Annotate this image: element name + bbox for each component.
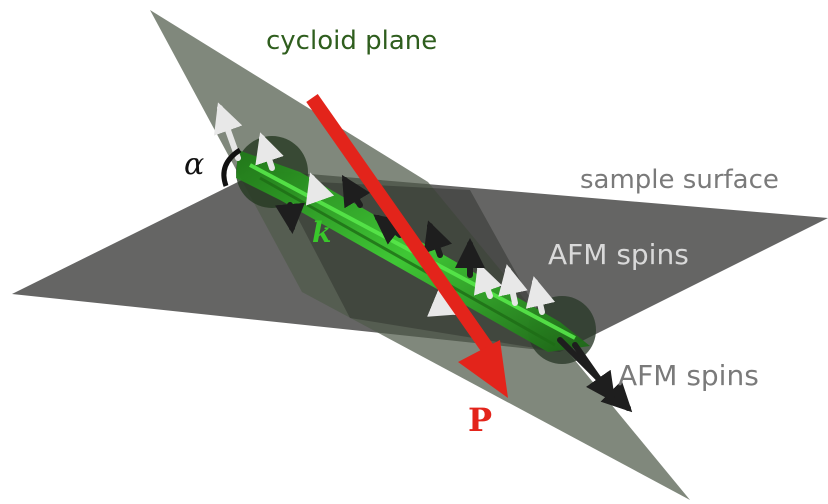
k-vector-label: k [312,216,332,249]
spin-arrows-light [214,102,556,317]
angle-arc-icon [221,147,242,187]
sample-surface-label: sample surface [580,165,779,195]
polarization-label: P [468,401,493,439]
cycloid-plane-label: cycloid plane [266,26,438,56]
red-arrow-icon [306,93,508,398]
afm-spins-label-lower: AFM spins [618,359,759,392]
spin-arrows-dark [274,174,633,413]
afm-spins-label-upper: AFM spins [548,238,689,271]
alpha-angle-label: α [184,147,205,182]
